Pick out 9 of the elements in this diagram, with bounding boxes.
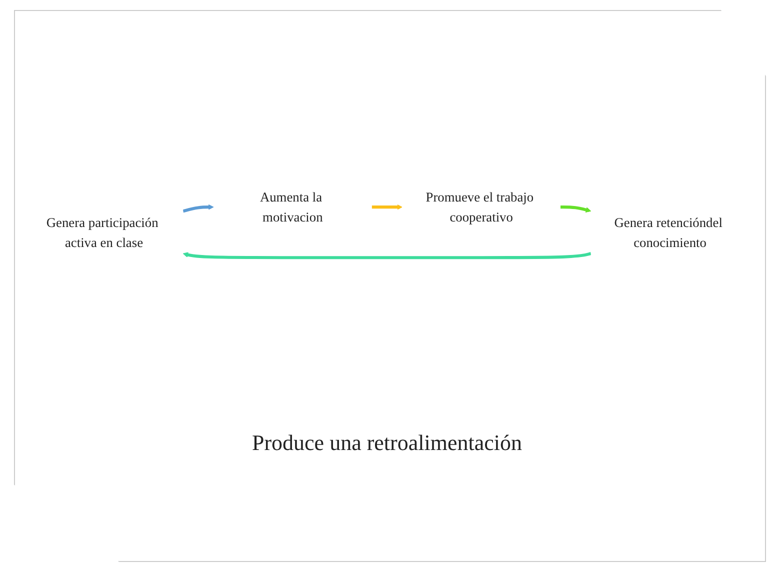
arrow bbox=[182, 204, 214, 213]
arrow bbox=[182, 252, 592, 260]
node-text: Promueve el trabajo cooperativo bbox=[426, 190, 534, 226]
node-text: Genera participación activa en clase bbox=[46, 214, 158, 250]
node-text: Genera retencióndel conocimiento bbox=[614, 214, 722, 250]
center-text: Produce una retroalimentación bbox=[250, 430, 523, 456]
arrow bbox=[560, 206, 592, 213]
node-text: Aumenta la motivacion bbox=[260, 190, 323, 226]
arrow bbox=[372, 204, 402, 210]
